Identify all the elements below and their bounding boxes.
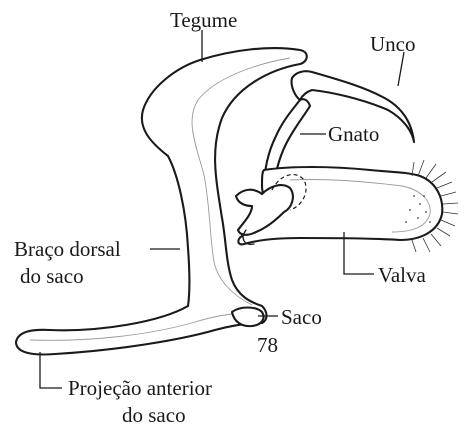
- label-unco: Unco: [370, 32, 416, 56]
- leader-projecao: [40, 352, 62, 388]
- label-tegume: Tegume: [170, 8, 237, 32]
- leader-unco: [398, 52, 404, 86]
- label-valva: Valva: [378, 263, 426, 287]
- figure-number: 78: [257, 333, 278, 357]
- label-braco-dorsal-line2: do saco: [20, 264, 84, 288]
- label-projecao-line1: Projeção anterior: [68, 376, 212, 400]
- label-saco: Saco: [281, 305, 322, 329]
- label-gnato: Gnato: [328, 122, 379, 146]
- label-projecao-line2: do saco: [122, 403, 186, 427]
- label-braco-dorsal-line1: Braço dorsal: [14, 237, 121, 261]
